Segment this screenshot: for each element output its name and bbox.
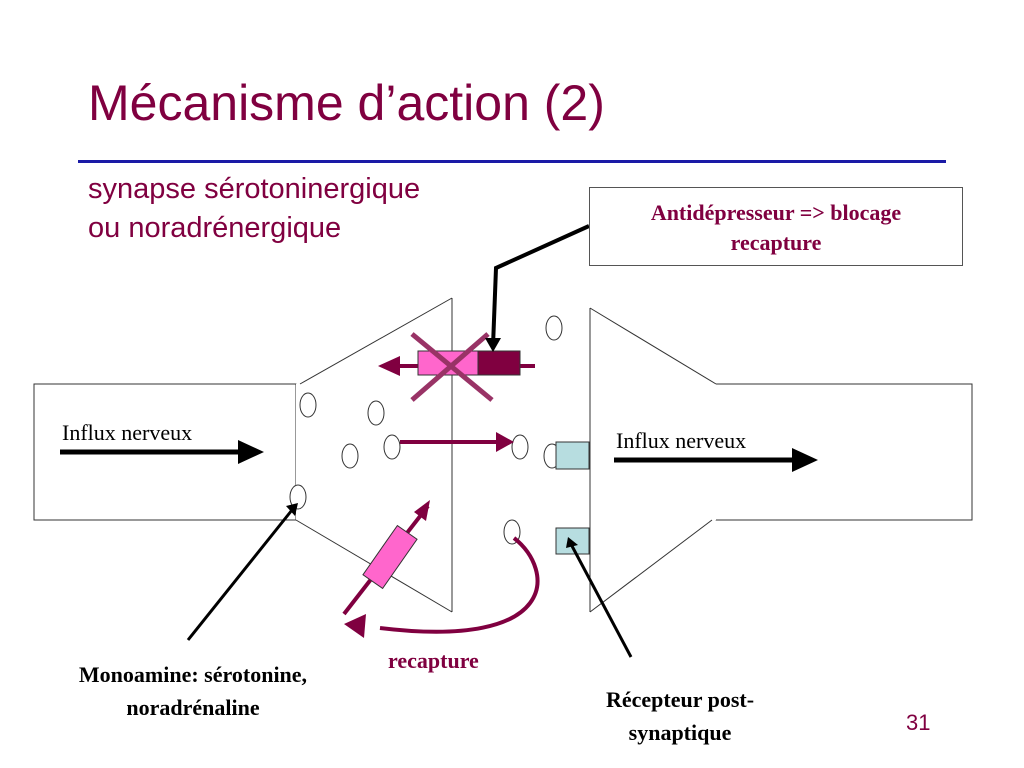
influx-label-right: Influx nerveux xyxy=(616,428,747,453)
monoamine-label-line-1: Monoamine: sérotonine, xyxy=(78,662,308,687)
receptor-label-line-2: synaptique xyxy=(628,720,732,745)
title-divider xyxy=(78,160,946,163)
antidepressant-callout: Antidépresseur => blocage recapture xyxy=(589,187,963,266)
vesicle xyxy=(545,315,563,341)
vesicle xyxy=(289,484,307,510)
monoamine-label-line-2: noradrénaline xyxy=(126,695,260,720)
page-number: 31 xyxy=(906,710,931,735)
receptor-pointer xyxy=(570,545,633,658)
callout-line-1: Antidépresseur => blocage xyxy=(650,200,902,225)
vesicle xyxy=(299,392,317,418)
vesicle xyxy=(383,434,401,460)
receptor xyxy=(555,441,590,470)
subtitle-line-2: ou noradrénergique xyxy=(88,212,342,244)
receptor-label: Récepteur post- synaptique xyxy=(560,683,800,749)
vesicle xyxy=(341,443,359,469)
callout-line-2: recapture xyxy=(730,230,822,255)
monoamine-pointer xyxy=(186,509,294,641)
slide-title: Mécanisme d’action (2) xyxy=(88,75,605,131)
recapture-curve-arrow xyxy=(379,536,540,634)
reuptake-transporter xyxy=(342,500,430,616)
influx-label-left: Influx nerveux xyxy=(62,420,193,445)
subtitle-line-1: synapse sérotoninergique xyxy=(88,173,421,205)
receptor-label-line-1: Récepteur post- xyxy=(605,687,755,712)
recapture-label: recapture xyxy=(388,648,479,673)
postsynaptic-receptors xyxy=(555,441,590,555)
blocked-transporter xyxy=(378,332,535,402)
monoamine-label: Monoamine: sérotonine, noradrénaline xyxy=(28,658,358,724)
block-cross-line xyxy=(410,332,490,402)
callout-connector xyxy=(491,224,590,347)
vesicle xyxy=(367,400,385,426)
vesicle xyxy=(511,434,529,460)
monoamine-vesicles xyxy=(289,315,563,545)
